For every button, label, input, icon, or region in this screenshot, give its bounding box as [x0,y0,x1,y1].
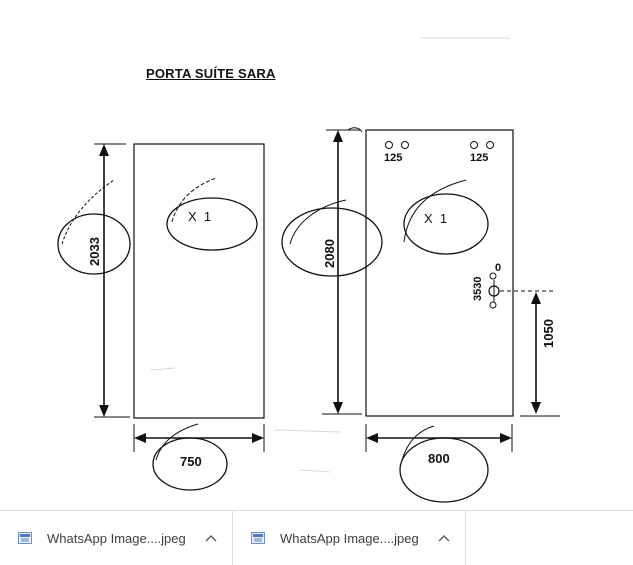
handwritten-circle [152,437,228,491]
scan-noise [149,37,510,473]
image-file-icon [18,532,32,544]
arrow-up-icon [333,130,343,142]
drawing-title: PORTA SUÍTE SARA [146,66,276,81]
download-filename: WhatsApp Image....jpeg [47,530,186,546]
lock-code-label: 3530 [472,277,484,301]
handwritten-circle [399,437,489,503]
arrow-left-icon [134,433,146,443]
lock-height-label: 1050 [541,319,556,348]
download-item[interactable]: WhatsApp Image....jpeg [0,511,233,565]
right-door-height-label: 2080 [322,239,337,268]
handwritten-circle [281,207,383,277]
handwritten-circle [403,193,489,255]
arrow-up-icon [531,292,541,304]
hinge-right-label: 125 [470,152,488,164]
right-door-outline [365,129,514,417]
handwritten-circle [57,213,131,275]
arrow-down-icon [531,402,541,414]
left-door-width-label: 750 [180,454,202,469]
arrow-right-icon [252,433,264,443]
handwritten-circle [166,197,258,251]
arrow-up-icon [99,144,109,156]
download-filename: WhatsApp Image....jpeg [280,530,419,546]
left-door-quantity-label: X 1 [188,209,211,224]
right-door-width-label: 800 [428,451,450,466]
downloads-bar: WhatsApp Image....jpeg WhatsApp Image...… [0,510,633,565]
image-file-icon [251,532,265,544]
chevron-up-icon[interactable] [201,528,221,548]
lock-mark-label: 0 [495,262,501,274]
scanned-drawing: 2033 750 X 1 125 125 2080 [57,37,560,503]
right-door-quantity-label: X 1 [424,211,447,226]
image-viewer: 2033 750 X 1 125 125 2080 [57,37,560,503]
left-door-height-label: 2033 [87,237,102,266]
download-item[interactable]: WhatsApp Image....jpeg [233,511,466,565]
arrow-down-icon [99,405,109,417]
left-door-outline [133,143,265,419]
arrow-down-icon [333,402,343,414]
arrow-left-icon [366,433,378,443]
hinge-left-label: 125 [384,152,402,164]
chevron-up-icon[interactable] [434,528,454,548]
arrow-right-icon [500,433,512,443]
